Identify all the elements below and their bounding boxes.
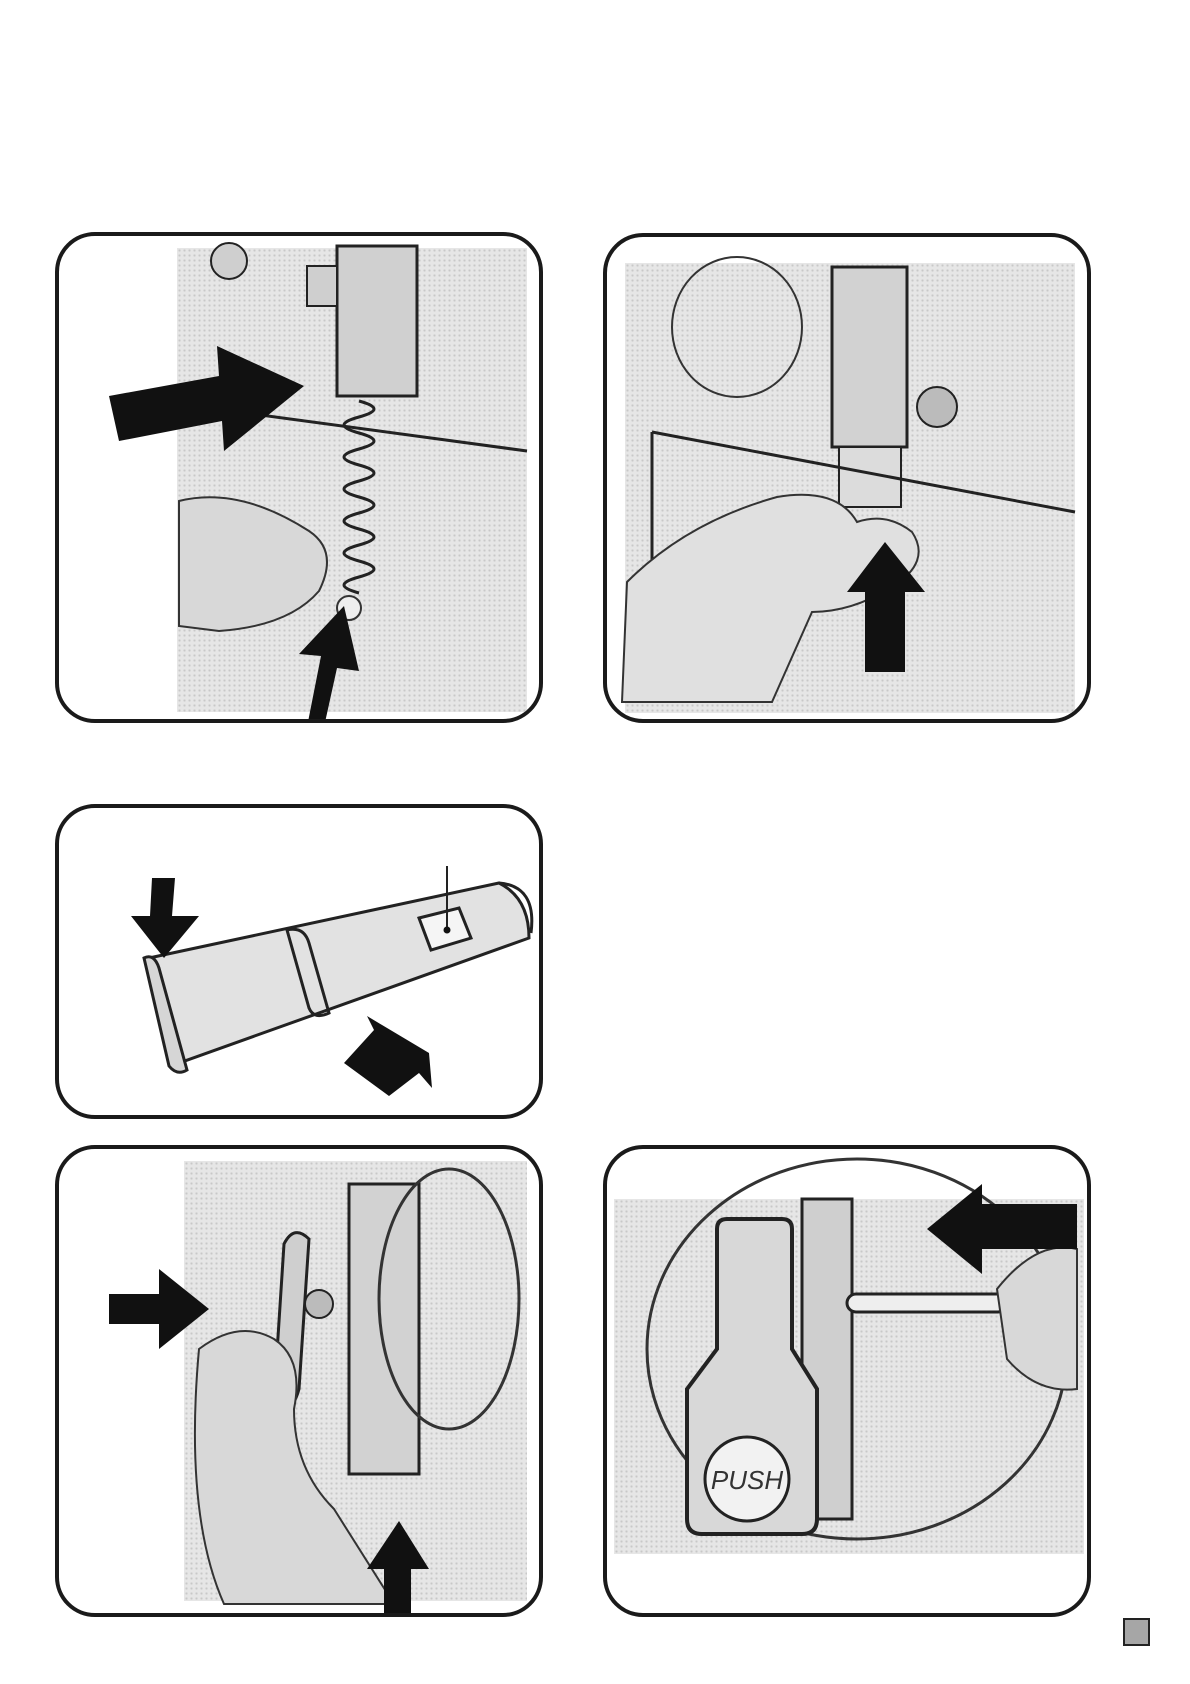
tube-insert-illustration: [607, 237, 1091, 723]
figure-panel-pin-insert: PUSH: [603, 1145, 1091, 1617]
arrow-up-icon: [299, 606, 359, 723]
arrow-right-icon: [109, 346, 304, 451]
pin-insert-illustration: PUSH: [607, 1149, 1091, 1617]
figure-panel-remove-spring: [55, 232, 543, 723]
arrow-right-icon: [109, 1269, 209, 1349]
page-marker: [1123, 1618, 1150, 1646]
figure-panel-lever-mount: [55, 1145, 543, 1617]
push-tap-label: PUSH: [711, 1465, 783, 1495]
figure-panel-push-tube: [603, 233, 1091, 723]
pin-icon: [847, 1294, 1007, 1312]
arrow-down-icon: [131, 878, 199, 958]
figure-panel-tube-part: [55, 804, 543, 1119]
spring-removal-illustration: [59, 236, 543, 723]
lever-mount-illustration: [59, 1149, 543, 1617]
arrow-left-icon: [344, 1016, 432, 1096]
tube-part-illustration: [59, 808, 543, 1119]
